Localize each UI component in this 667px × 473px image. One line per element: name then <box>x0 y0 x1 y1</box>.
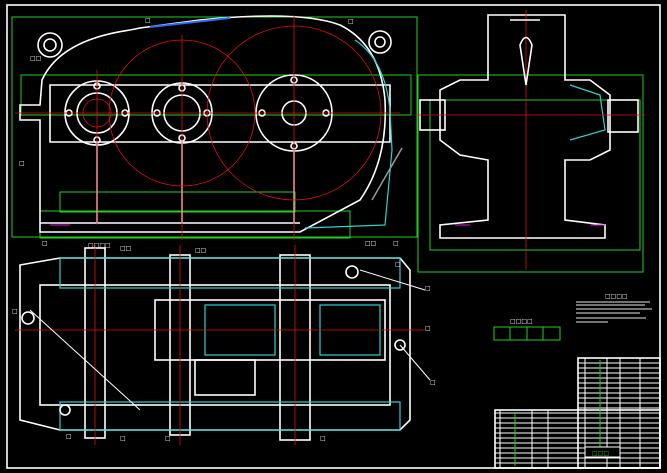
drawing-title: □□□□ <box>88 242 111 249</box>
front-view <box>11 15 418 240</box>
callout: □ <box>145 17 151 24</box>
plan-view <box>15 245 431 445</box>
callout: □ <box>66 433 72 440</box>
side-view <box>415 10 645 273</box>
callout: □□ <box>120 245 131 252</box>
spec-table-title: □□□□ <box>510 318 533 325</box>
callout: □ <box>12 308 18 315</box>
callout: □ <box>19 160 25 167</box>
callout: □ <box>120 435 126 442</box>
callout: □□ <box>195 247 206 254</box>
technical-requirements: □□□□ <box>576 293 652 323</box>
callout: □ <box>42 240 48 247</box>
parts-list: □□□ □□□□ <box>88 242 661 469</box>
drawing-border <box>6 4 661 469</box>
callout: □ <box>320 435 326 442</box>
callout: □ <box>430 379 436 386</box>
callout: □ <box>395 261 401 268</box>
callout: □□ <box>365 240 376 247</box>
callout: □ <box>348 18 354 25</box>
callouts: □ □□ □ □ □ □□ □ □□ □□ □ □ □ □ □ □ □ □ □ <box>12 17 436 442</box>
callout: □□ <box>30 55 41 62</box>
callout: □ <box>393 240 399 247</box>
spec-table: □□□□ <box>493 318 561 341</box>
title-block-label: □□□ <box>592 450 609 457</box>
tech-requirements-title: □□□□ <box>605 293 628 300</box>
callout: □ <box>165 435 171 442</box>
callout: □ <box>425 325 431 332</box>
callout: □ <box>425 285 431 292</box>
